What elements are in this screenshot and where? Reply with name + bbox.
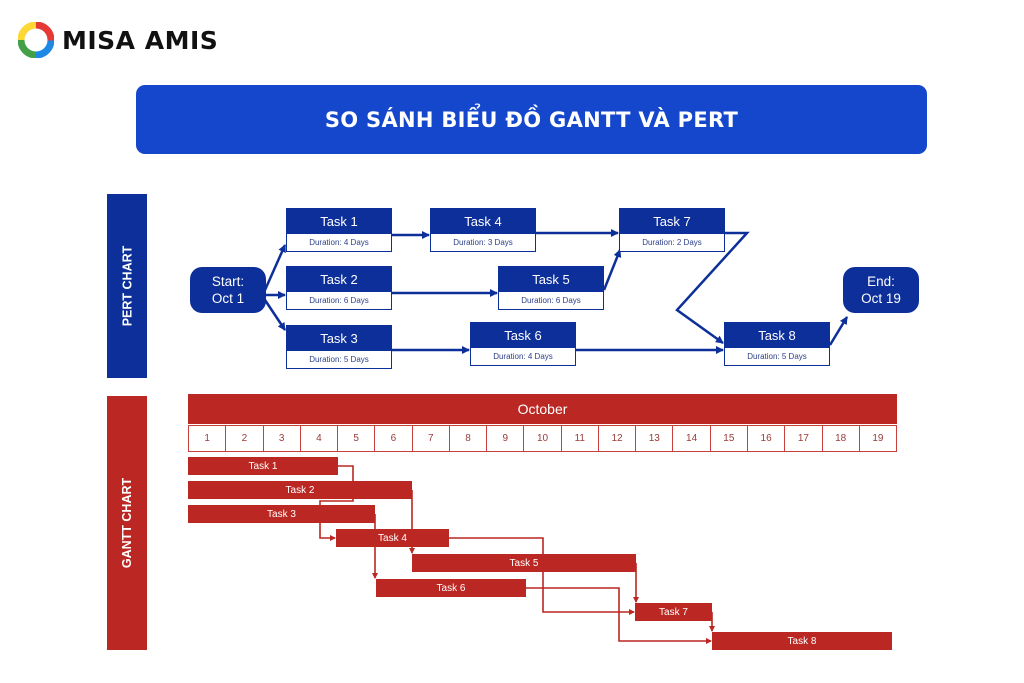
day-cell: 14 <box>673 426 711 451</box>
gantt-month-header: October <box>188 394 897 424</box>
gantt-day-row: 1 2 3 4 5 6 7 8 9 10 11 12 13 14 15 16 1… <box>188 425 897 452</box>
arrow-task8-end <box>828 316 849 346</box>
day-cell: 11 <box>561 426 599 451</box>
day-cell: 3 <box>263 426 301 451</box>
arrow-task5-task7 <box>602 249 622 291</box>
day-cell: 17 <box>785 426 823 451</box>
arrow-start-task1 <box>263 244 287 291</box>
brand-logo: MISA AMIS <box>18 22 218 58</box>
day-cell: 4 <box>300 426 339 451</box>
day-cell: 8 <box>449 426 488 451</box>
day-cell: 16 <box>747 426 786 451</box>
gantt-link-task6-task8 <box>526 587 712 644</box>
gantt-bar-task-4: Task 4 <box>336 529 449 547</box>
day-cell: 12 <box>598 426 637 451</box>
arrow-start-task3 <box>263 299 287 331</box>
gantt-bar-task-2: Task 2 <box>188 481 412 499</box>
gantt-link-task1-task4 <box>319 465 354 541</box>
day-cell: 1 <box>189 426 227 451</box>
gantt-bar-task-6: Task 6 <box>376 579 526 597</box>
day-cell: 9 <box>487 426 525 451</box>
arrow-task7-task8 <box>675 231 750 345</box>
gantt-bar-task-8: Task 8 <box>712 632 892 650</box>
day-cell: 5 <box>338 426 376 451</box>
gantt-bar-task-5: Task 5 <box>412 554 636 572</box>
day-cell: 15 <box>710 426 748 451</box>
gantt-chart-label: GANTT CHART <box>107 396 147 650</box>
day-cell: 13 <box>636 426 674 451</box>
pert-start-node: Start:Oct 1 <box>190 267 266 313</box>
pert-end-node: End:Oct 19 <box>843 267 919 313</box>
day-cell: 6 <box>375 426 413 451</box>
day-cell: 19 <box>859 426 897 451</box>
title-banner: SO SÁNH BIỂU ĐỒ GANTT VÀ PERT <box>136 85 927 154</box>
brand-name: MISA AMIS <box>62 25 219 55</box>
gantt-bar-task-3: Task 3 <box>188 505 375 523</box>
gantt-bar-task-1: Task 1 <box>188 457 338 475</box>
day-cell: 2 <box>226 426 264 451</box>
gantt-bar-task-7: Task 7 <box>635 603 712 621</box>
gantt-link-task4-task7 <box>449 537 635 615</box>
day-cell: 10 <box>524 426 562 451</box>
pert-chart-label: PERT CHART <box>107 194 147 378</box>
day-cell: 18 <box>822 426 860 451</box>
page-title: SO SÁNH BIỂU ĐỒ GANTT VÀ PERT <box>324 107 739 132</box>
logo-swirl-icon <box>18 22 54 58</box>
day-cell: 7 <box>412 426 450 451</box>
